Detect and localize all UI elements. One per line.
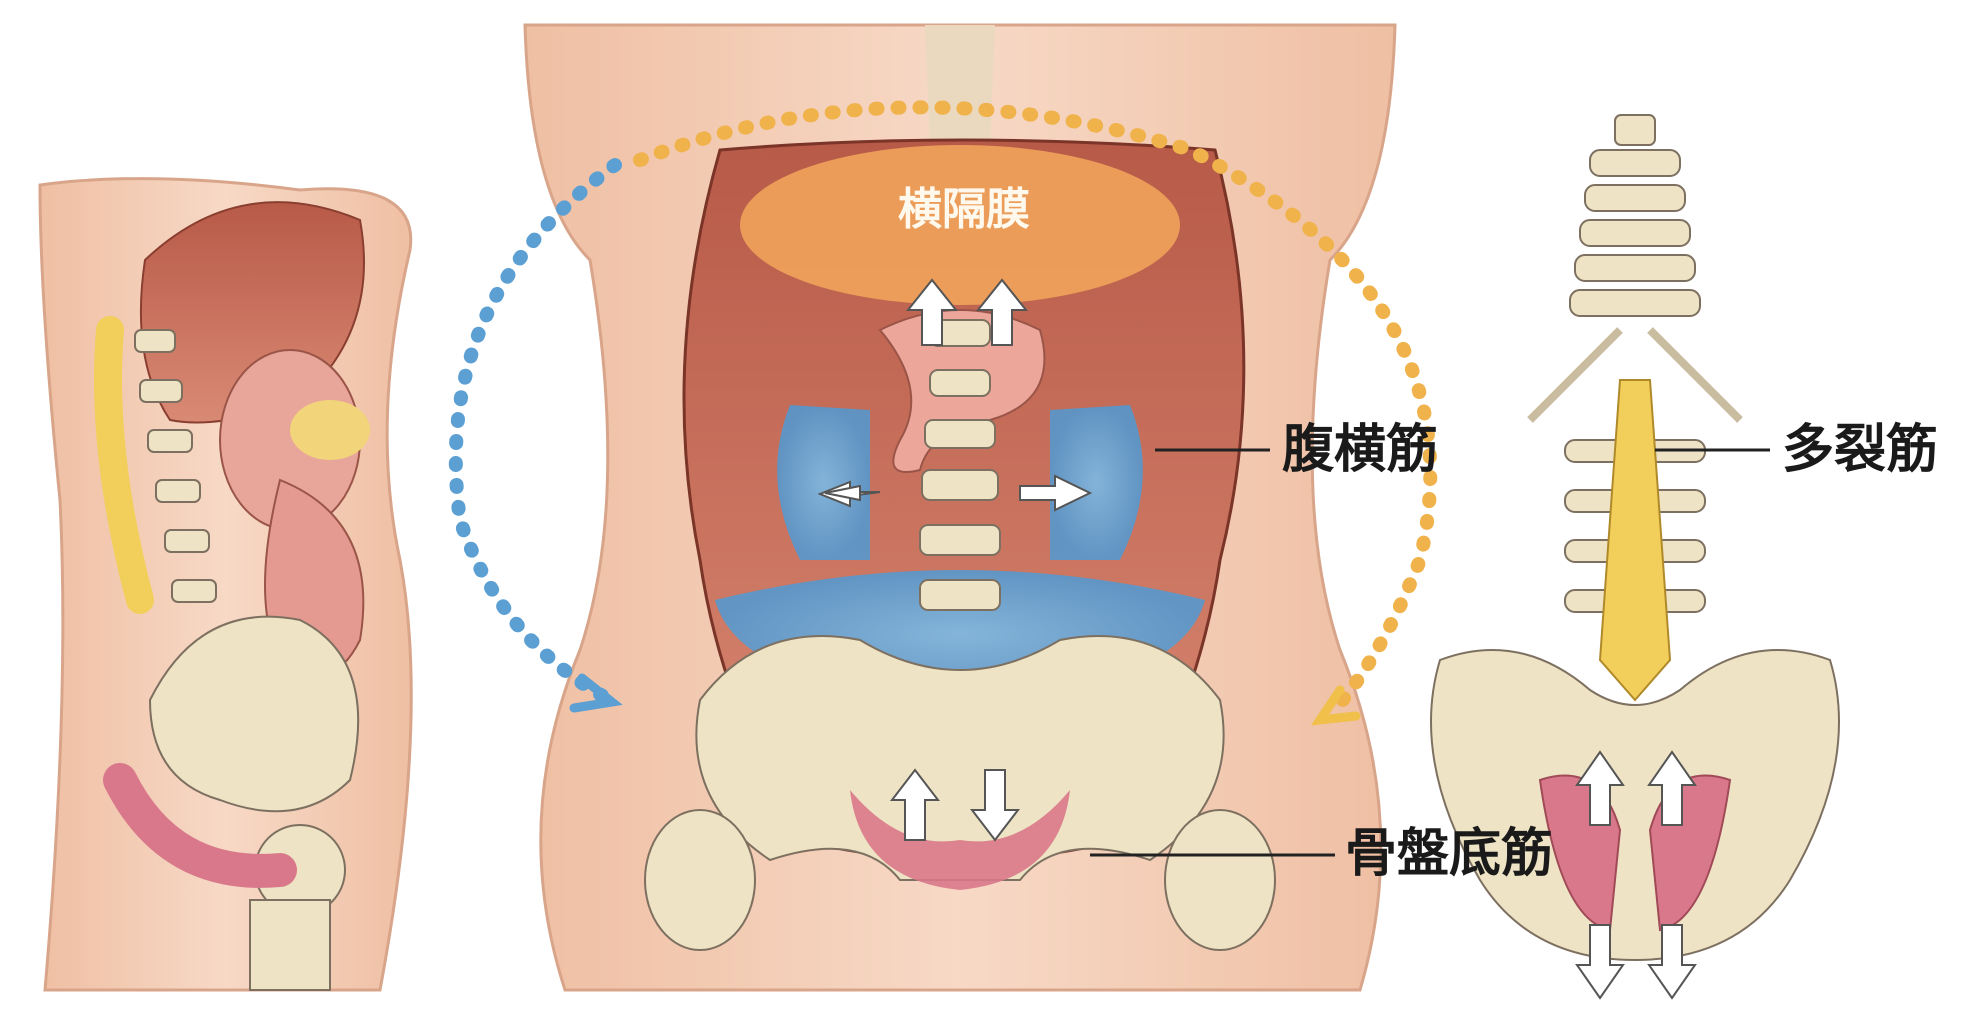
arrow-up-icon [905, 278, 959, 346]
arrow-right-icon [1019, 474, 1093, 512]
arrow-down-icon [969, 769, 1021, 842]
front-torso-figure [523, 23, 1397, 992]
arrow-down-icon [1647, 924, 1697, 1000]
back-spine-figure [1430, 114, 1840, 1000]
leader-lines [1090, 448, 1770, 857]
arrow-head-icon [1310, 685, 1361, 726]
arrow-head-icon [569, 673, 623, 713]
arrow-up-icon [975, 278, 1029, 346]
arrow-up-icon [889, 768, 941, 841]
pressure-arrows [817, 278, 1093, 842]
diaphragm-highlight [740, 145, 1180, 305]
label-multifidus: 多裂筋 [1782, 420, 1939, 480]
arrow-down-icon [1575, 924, 1625, 1000]
arrow-up-icon [1647, 750, 1697, 826]
arrow-up-icon [1575, 750, 1625, 826]
blue-dotted-arc [448, 158, 622, 707]
label-transversus-abdominis: 腹横筋 [1282, 420, 1439, 480]
side-view-figure [38, 177, 413, 992]
multifidus-muscle [1598, 379, 1672, 702]
label-pelvic-floor: 骨盤底筋 [1345, 824, 1554, 884]
arrow-left-icon [824, 484, 861, 502]
label-diaphragm: 横隔膜 [898, 184, 1030, 235]
orange-dotted-arc [633, 100, 1438, 722]
